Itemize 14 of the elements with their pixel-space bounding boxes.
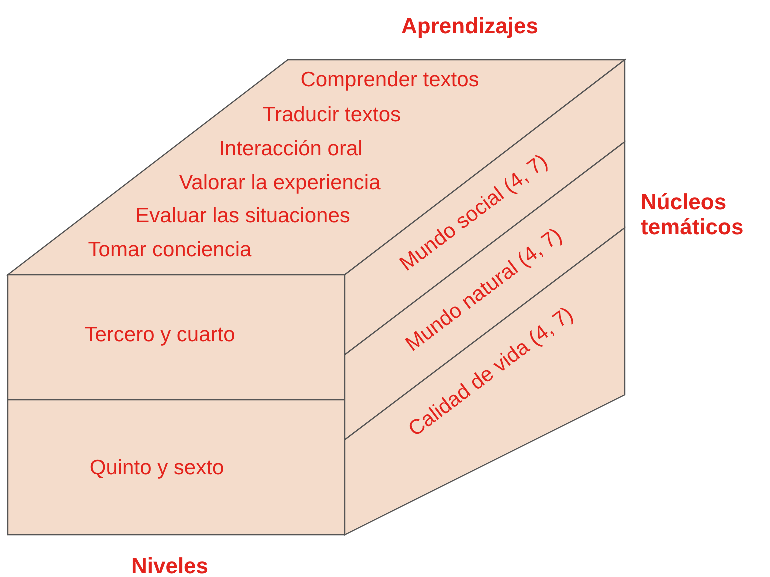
level-label: Tercero y cuarto	[84, 324, 236, 346]
front-band	[8, 275, 345, 400]
axis-heading: Niveles	[131, 553, 209, 577]
front-band	[8, 400, 345, 535]
learning-label: Tomar conciencia	[88, 240, 252, 260]
learning-label: Interacción oral	[219, 138, 363, 160]
learning-label: Comprender textos	[300, 70, 480, 90]
side-band	[345, 228, 625, 535]
level-label: Quinto y sexto	[90, 458, 224, 478]
learning-label: Evaluar las situaciones	[136, 206, 350, 226]
axis-heading: Aprendizajes	[402, 13, 538, 39]
axis-heading: Núcleos temáticos	[641, 190, 745, 240]
learning-label: Traducir textos	[262, 104, 402, 126]
learning-label: Valorar la experiencia	[179, 172, 381, 194]
